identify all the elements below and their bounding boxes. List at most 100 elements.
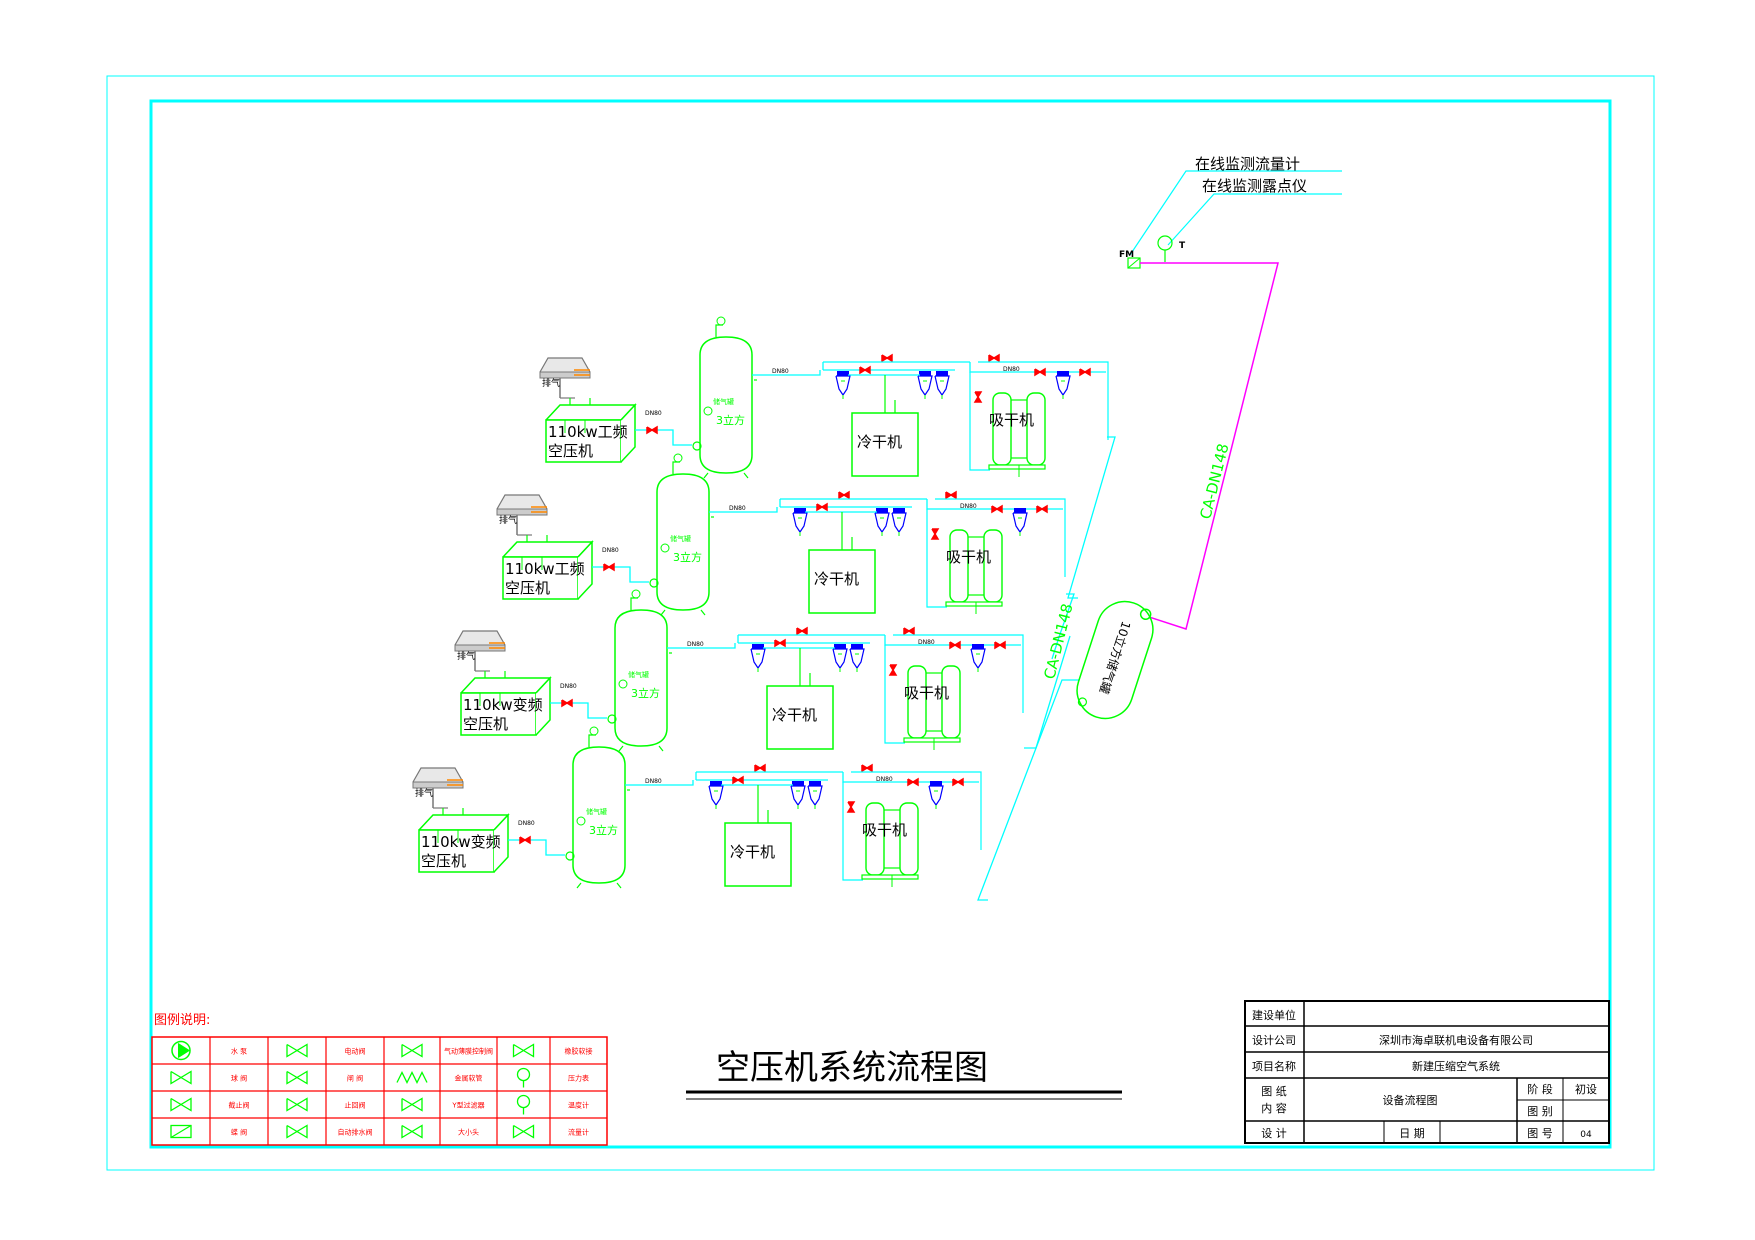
exhaust-label: 排气 xyxy=(499,514,517,526)
pipe-size-label: DN80 xyxy=(876,776,893,783)
ball-valve-icon xyxy=(754,763,766,773)
exhaust-hood-icon: 排气 xyxy=(454,630,506,672)
compressor-label-2: 空压机 xyxy=(463,715,508,733)
ball-valve-icon xyxy=(816,502,828,512)
adsorption-dryer: 吸干机 xyxy=(945,529,1003,614)
compressor-label-1: 110kw工频 xyxy=(505,560,585,578)
ball-valve-icon xyxy=(888,664,898,676)
filter-icon xyxy=(928,781,944,809)
adsorption-dryer-label: 吸干机 xyxy=(989,411,1034,429)
inner-frame xyxy=(149,99,1612,1149)
ball-valve-icon xyxy=(646,425,658,435)
thermometer-icon xyxy=(516,1094,531,1115)
pipe-size-label: DN80 xyxy=(772,368,789,375)
ball-valve-icon xyxy=(838,490,850,500)
project-name-label: 项目名称 xyxy=(1252,1059,1296,1073)
adsorption-dryer-label: 吸干机 xyxy=(904,684,949,702)
legend-heading: 图例说明: xyxy=(154,1013,210,1028)
exhaust-label: 排气 xyxy=(542,377,560,389)
y-strainer-icon xyxy=(401,1097,423,1112)
ball-valve-icon xyxy=(170,1070,192,1085)
pipe-size-label: DN80 xyxy=(918,639,935,646)
ball-valve-icon xyxy=(859,365,871,375)
refrigerated-dryer: 冷干机 xyxy=(766,685,834,750)
filter-icon xyxy=(849,644,865,672)
flowmeter-icon xyxy=(512,1124,535,1139)
legend-label: 压力表 xyxy=(568,1074,589,1083)
exhaust-hood-icon: 排气 xyxy=(496,494,548,536)
ball-valve-icon xyxy=(796,626,808,636)
drawing-title: 空压机系统流程图 xyxy=(716,1048,988,1088)
exhaust-hood-icon: 排气 xyxy=(539,357,591,399)
legend-label: 自动排水阀 xyxy=(338,1128,373,1137)
compressor-label-1: 110kw工频 xyxy=(548,423,628,441)
drawing-content: 设备流程图 xyxy=(1383,1093,1438,1107)
adsorption-dryer: 吸干机 xyxy=(988,392,1046,477)
title-block-table: 建设单位 设计公司 深圳市海卓联机电设备有限公司 项目名称 新建压缩空气系统 图… xyxy=(1244,1000,1610,1144)
tank-label-2: 3立方 xyxy=(673,550,702,564)
adsorption-dryer-label: 吸干机 xyxy=(946,548,991,566)
main-outlet-label: CA-DN148 xyxy=(1196,442,1232,521)
flowmeter-label: 在线监测流量计 xyxy=(1195,155,1300,173)
adsorption-dryer-label: 吸干机 xyxy=(862,821,907,839)
ball-valve-icon xyxy=(930,528,940,540)
ball-valve-icon xyxy=(603,562,615,572)
exhaust-label: 排气 xyxy=(457,650,475,662)
ball-valve-icon xyxy=(732,775,744,785)
refrigerated-dryer: 冷干机 xyxy=(808,549,876,614)
ball-valve-icon xyxy=(952,777,964,787)
filter-icon xyxy=(835,371,851,399)
category-label: 图 别 xyxy=(1527,1105,1553,1118)
ball-valve-icon xyxy=(945,490,957,500)
outer-frame xyxy=(106,75,1655,1171)
gate-valve-icon xyxy=(286,1070,308,1085)
main-outlet-line xyxy=(1139,262,1279,630)
refrigerated-dryer-label: 冷干机 xyxy=(730,843,775,861)
pipe-size-label: DN80 xyxy=(729,505,746,512)
legend-label: 止回阀 xyxy=(345,1101,366,1110)
drawing-no-label: 图 号 xyxy=(1527,1127,1553,1140)
pipe-size-label: DN80 xyxy=(518,820,535,827)
tank-label-2: 3立方 xyxy=(589,823,618,837)
filter-icon xyxy=(807,781,823,809)
reducer-icon xyxy=(401,1124,423,1139)
flowmeter-icon: FM xyxy=(1119,250,1141,269)
fm-tag: FM xyxy=(1119,250,1134,260)
ball-valve-icon xyxy=(561,698,573,708)
construction-unit-label: 建设单位 xyxy=(1252,1008,1296,1022)
ball-valve-icon xyxy=(881,353,893,363)
legend: 图例说明: 水 泵电动阀气动薄膜控制阀橡胶软接球 阀闸 阀金属软管压力表截止阀止… xyxy=(151,1013,608,1146)
filter-icon xyxy=(970,644,986,672)
tank-label-1: 储气罐 xyxy=(713,397,734,406)
legend-label: Y型过滤器 xyxy=(451,1101,484,1110)
legend-label: 球 阀 xyxy=(231,1074,247,1083)
refrigerated-dryer: 冷干机 xyxy=(724,822,792,887)
t-tag: T xyxy=(1179,241,1186,251)
ball-valve-icon xyxy=(846,801,856,813)
ball-valve-icon xyxy=(519,835,531,845)
rubber-joint-icon xyxy=(512,1043,535,1058)
project-name: 新建压缩空气系统 xyxy=(1412,1059,1500,1073)
ball-valve-icon xyxy=(1079,367,1091,377)
compressor-label-2: 空压机 xyxy=(505,579,550,597)
pneumatic-valve-icon xyxy=(401,1043,423,1058)
drawing-content-label-1: 图 纸 xyxy=(1261,1085,1287,1098)
ball-valve-icon xyxy=(973,391,983,403)
pipe-size-label: DN80 xyxy=(687,641,704,648)
pipe-size-label: DN80 xyxy=(960,503,977,510)
ball-valve-icon xyxy=(991,504,1003,514)
pipe-size-label: DN80 xyxy=(560,683,577,690)
ball-valve-icon xyxy=(1036,504,1048,514)
tank-label-2: 3立方 xyxy=(631,686,660,700)
legend-label: 截止阀 xyxy=(229,1101,250,1110)
pipe-size-label: DN80 xyxy=(602,547,619,554)
water-pump-icon xyxy=(171,1040,191,1061)
ball-valve-icon xyxy=(861,763,873,773)
legend-label: 温度计 xyxy=(568,1101,589,1110)
thermometer-icon: T xyxy=(1157,235,1186,262)
